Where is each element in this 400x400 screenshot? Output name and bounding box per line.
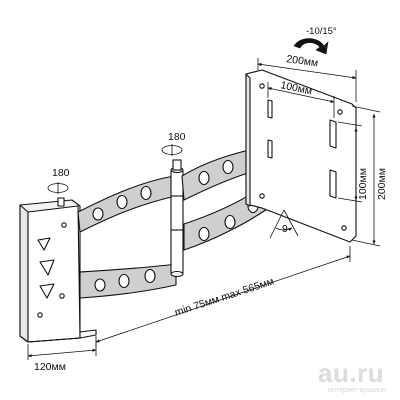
hole-height-label: 100мм (357, 168, 369, 200)
center-hinge (170, 159, 184, 278)
tilt-label: -10/15° (306, 26, 337, 37)
dimension-lines (27, 58, 381, 360)
swivel-right-icon (161, 144, 183, 156)
plate-width-label: 120мм (34, 361, 66, 373)
watermark-brand: au.ru (318, 358, 384, 388)
swivel-left-icon (47, 182, 69, 194)
angle-label: 9 (282, 223, 288, 235)
vesa-plate (245, 69, 357, 243)
swivel-right-label: 180 (168, 131, 186, 143)
extension-label: min 75мм max 565мм (173, 275, 275, 318)
lower-arm (77, 175, 177, 299)
wall-plate (19, 197, 97, 343)
swivel-left-label: 180 (52, 167, 70, 179)
watermark-tagline: интернет-аукцион (328, 387, 386, 394)
screen-height-label: 200мм (376, 168, 388, 200)
tilt-rotation-icon (293, 38, 329, 55)
screen-width-label: 200мм (286, 53, 319, 69)
